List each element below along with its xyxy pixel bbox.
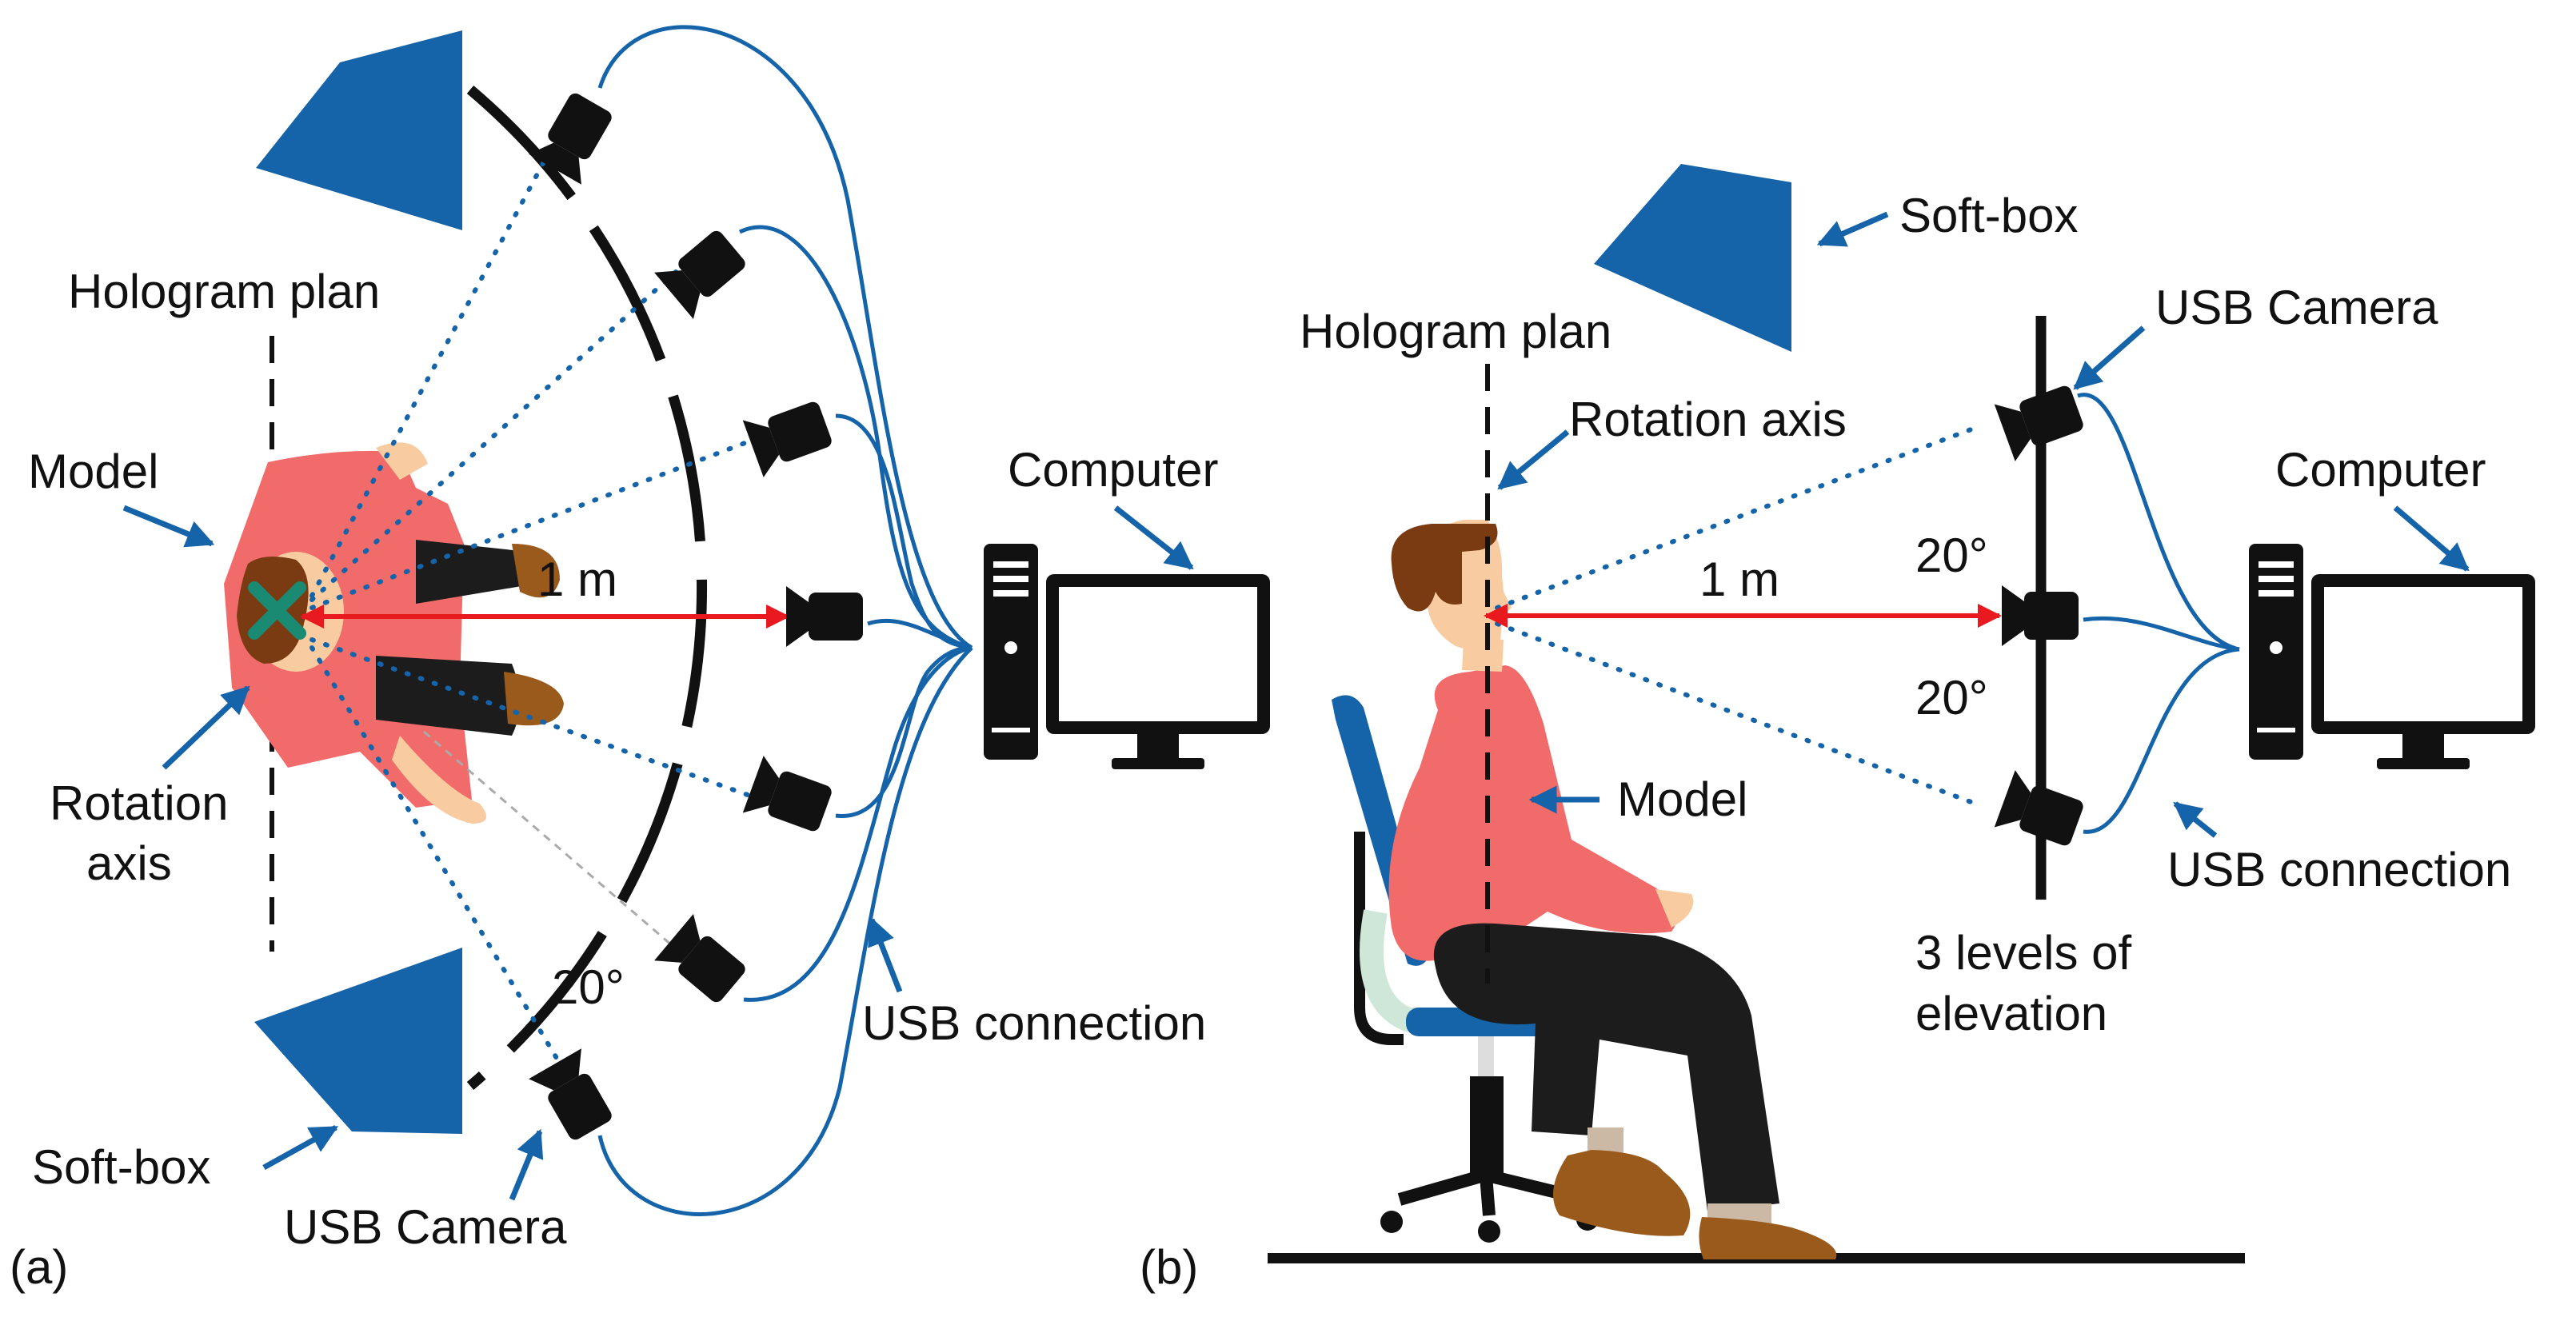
pointer-arrows-b bbox=[1497, 211, 2470, 838]
hologram-plan-label-b: Hologram plan bbox=[1300, 305, 1611, 358]
model-label-a: Model bbox=[28, 445, 158, 498]
computer-label-b: Computer bbox=[2275, 443, 2486, 497]
rotation-axis-label-line1: Rotation bbox=[50, 776, 228, 830]
softbox-top-icon bbox=[256, 30, 462, 230]
seated-person-icon bbox=[1388, 520, 1837, 1259]
panel-b: Soft-box USB Camera Hologram plan Rotati… bbox=[1140, 164, 2535, 1294]
desktop-computer-icon bbox=[984, 544, 1270, 769]
usb-camera-label-b: USB Camera bbox=[2155, 281, 2438, 334]
usb-camera-icon bbox=[786, 586, 863, 647]
usb-camera-icon bbox=[529, 87, 620, 185]
usb-connection-label-a: USB connection bbox=[862, 996, 1206, 1050]
elevation-label-line1: 3 levels of bbox=[1915, 926, 2131, 980]
softbox-bottom-icon bbox=[254, 948, 462, 1134]
computer-label-a: Computer bbox=[1008, 443, 1218, 497]
elevation-label-line2: elevation bbox=[1915, 987, 2107, 1040]
person-top-view-icon bbox=[224, 442, 564, 824]
rotation-axis-label-b: Rotation axis bbox=[1569, 393, 1847, 446]
softbox-label-a: Soft-box bbox=[32, 1140, 210, 1194]
usb-camera-icon bbox=[654, 223, 753, 319]
angle-label-lower: 20° bbox=[1915, 671, 1988, 724]
panel-b-label: (b) bbox=[1140, 1240, 1198, 1294]
usb-camera-label-a: USB Camera bbox=[284, 1200, 567, 1254]
camera-sight-lines-b bbox=[1495, 425, 1978, 806]
softbox-icon bbox=[1594, 164, 1791, 352]
usb-camera-icon bbox=[742, 756, 836, 840]
rotation-axis-label-line2: axis bbox=[86, 836, 172, 890]
camera-arc bbox=[466, 86, 708, 1090]
panel-a: Hologram plan Model Rotation axis 1 m Co… bbox=[10, 25, 1270, 1294]
distance-label-b: 1 m bbox=[1699, 553, 1779, 606]
usb-cables-b bbox=[2077, 393, 2240, 834]
usb-connection-label-b: USB connection bbox=[2167, 843, 2511, 896]
softbox-label-b: Soft-box bbox=[1899, 189, 2078, 242]
usb-camera-icon bbox=[2002, 585, 2079, 646]
angle-label-a: 20° bbox=[552, 960, 625, 1014]
usb-camera-icon bbox=[654, 914, 753, 1010]
camera-sight-lines bbox=[310, 130, 770, 1066]
desktop-computer-icon bbox=[2249, 544, 2535, 769]
hologram-plan-label-a: Hologram plan bbox=[68, 265, 380, 318]
angle-label-upper: 20° bbox=[1915, 529, 1988, 582]
distance-label-a: 1 m bbox=[537, 553, 617, 606]
usb-camera-icon bbox=[742, 393, 836, 477]
usb-camera-icon bbox=[529, 1048, 620, 1146]
usb-cables-a bbox=[597, 25, 973, 1216]
panel-a-label: (a) bbox=[10, 1240, 68, 1294]
pointer-arrows-a bbox=[122, 505, 1194, 1201]
model-label-b: Model bbox=[1617, 772, 1747, 826]
